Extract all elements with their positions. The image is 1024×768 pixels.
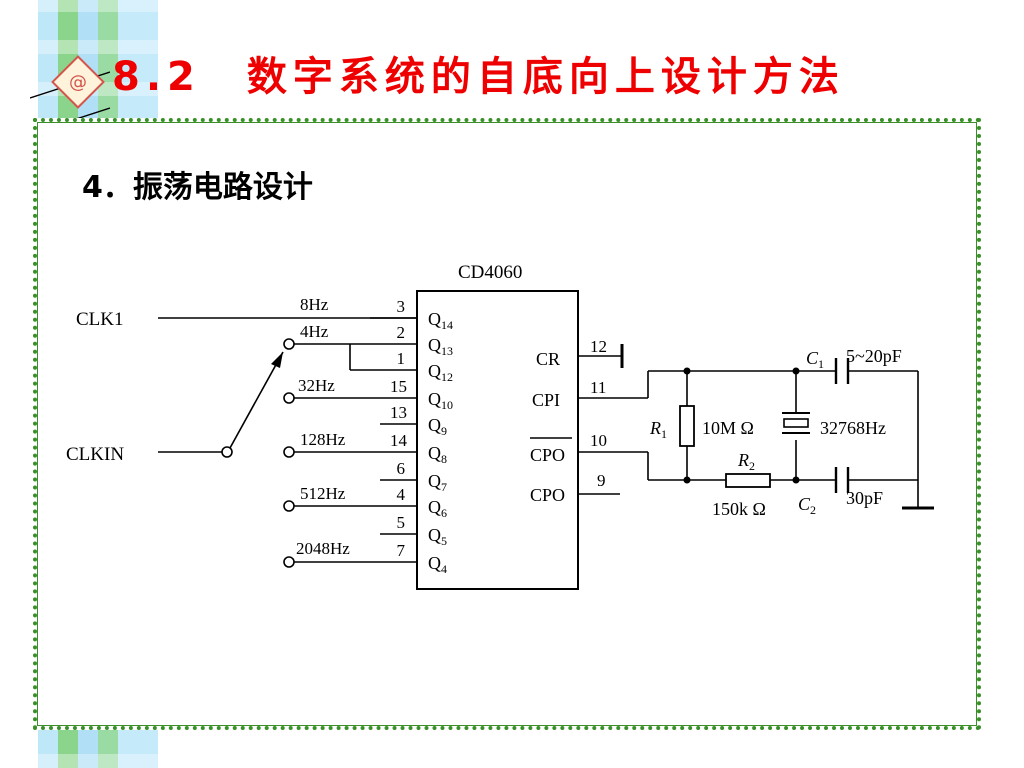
c1-value: 5~20pF bbox=[846, 346, 902, 366]
q-pin-label: Q14 bbox=[428, 309, 453, 332]
pin-number: 14 bbox=[390, 431, 408, 450]
q-pin-label: Q10 bbox=[428, 389, 453, 412]
junction-dots bbox=[683, 367, 800, 484]
resistor-r1 bbox=[679, 405, 695, 447]
freq-label: 512Hz bbox=[300, 484, 346, 503]
crystal-value: 32768Hz bbox=[820, 418, 886, 438]
page-title: 8.2 数字系统的自底向上设计方法 bbox=[112, 54, 845, 100]
clk1-label: CLK1 bbox=[76, 309, 124, 330]
chip-body bbox=[416, 290, 579, 590]
freq-label: 8Hz bbox=[300, 295, 329, 314]
cpo-bar-pin-label: CPO bbox=[530, 445, 565, 465]
pin-number: 3 bbox=[397, 297, 406, 316]
pin-number: 10 bbox=[590, 431, 607, 450]
resistor-r2 bbox=[725, 473, 771, 488]
pin-number: 5 bbox=[397, 513, 406, 532]
pin-number: 13 bbox=[390, 403, 407, 422]
q-pin-label: Q12 bbox=[428, 361, 453, 384]
r2-value: 150k Ω bbox=[712, 499, 766, 519]
pin-number: 11 bbox=[590, 378, 606, 397]
at-logo-icon: @ bbox=[30, 55, 110, 133]
cpo-pin-label: CPO bbox=[530, 485, 565, 505]
section-subtitle: 4．振荡电路设计 bbox=[82, 170, 313, 205]
cpi-pin-label: CPI bbox=[532, 390, 560, 410]
cr-pin-label: CR bbox=[536, 349, 560, 369]
freq-label: 4Hz bbox=[300, 322, 329, 341]
pin-number: 1 bbox=[397, 349, 406, 368]
switch-contacts bbox=[221, 338, 295, 568]
crystal-oscillator bbox=[782, 412, 810, 434]
r2-label: R2 bbox=[737, 450, 755, 473]
pin-number: 6 bbox=[397, 459, 406, 478]
pin-number: 12 bbox=[590, 337, 607, 356]
left-pin-lines bbox=[158, 317, 417, 563]
q-pin-label: Q8 bbox=[428, 443, 447, 466]
q-pin-label: Q7 bbox=[428, 471, 447, 494]
pin-number: 7 bbox=[397, 541, 406, 560]
q-pin-label: Q9 bbox=[428, 415, 447, 438]
r1-value: 10M Ω bbox=[702, 418, 754, 438]
freq-label: 32Hz bbox=[298, 376, 335, 395]
q-pin-label: Q5 bbox=[428, 525, 447, 548]
q-pin-label: Q4 bbox=[428, 553, 447, 576]
pin-number: 4 bbox=[397, 485, 406, 504]
q-pin-label: Q13 bbox=[428, 335, 453, 358]
c1-label: C1 bbox=[806, 348, 824, 371]
pin-number: 15 bbox=[390, 377, 407, 396]
r1-label: R1 bbox=[649, 418, 667, 441]
capacitor-c1 bbox=[834, 358, 850, 384]
q-pin-label: Q6 bbox=[428, 497, 447, 520]
clkin-label: CLKIN bbox=[66, 444, 124, 465]
c2-label: C2 bbox=[798, 494, 816, 517]
logo-text: @ bbox=[69, 72, 87, 93]
pin-number: 2 bbox=[397, 323, 406, 342]
c2-value: 30pF bbox=[846, 488, 883, 508]
freq-label: 2048Hz bbox=[296, 539, 350, 558]
right-side-wiring bbox=[578, 344, 934, 510]
pin-number: 9 bbox=[597, 471, 606, 490]
content-frame bbox=[33, 118, 981, 730]
freq-label: 128Hz bbox=[300, 430, 346, 449]
capacitor-c2 bbox=[834, 467, 850, 493]
chip-name: CD4060 bbox=[458, 262, 522, 283]
